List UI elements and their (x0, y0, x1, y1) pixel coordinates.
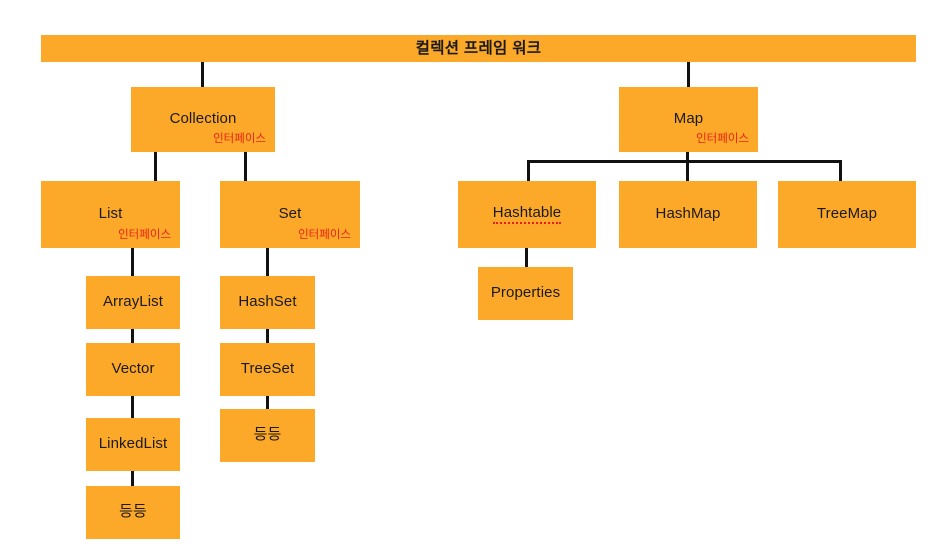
node-label: Vector (111, 360, 155, 378)
edge-hashtable-to-properties (525, 248, 528, 268)
edge-map-stem (686, 152, 689, 182)
edge-linkedlist-to-list-etc (131, 471, 134, 486)
node-set-etc[interactable]: 등등 (220, 409, 315, 462)
interface-caption: 인터페이스 (213, 133, 266, 146)
edge-list-to-arraylist (131, 248, 134, 277)
node-arraylist[interactable]: ArrayList (86, 276, 180, 329)
node-collection[interactable]: Collection 인터페이스 (131, 87, 275, 152)
edge-vector-to-linkedlist (131, 395, 134, 419)
node-label: Collection (169, 110, 237, 128)
interface-caption: 인터페이스 (118, 229, 171, 242)
node-label: Set (278, 205, 302, 223)
node-label: Hashtable (492, 204, 562, 225)
edge-root-to-collection (201, 61, 204, 88)
edge-treeset-to-set-etc (266, 395, 269, 410)
edge-bus-to-hashtable (527, 160, 530, 182)
node-label: 등등 (253, 426, 282, 444)
node-collection-framework-title[interactable]: 컬렉션 프레임 워크 (41, 35, 916, 62)
node-vector[interactable]: Vector (86, 343, 180, 396)
node-label: 컬렉션 프레임 워크 (415, 39, 542, 57)
edge-set-to-hashset (266, 248, 269, 276)
node-hashset[interactable]: HashSet (220, 276, 315, 329)
node-map[interactable]: Map 인터페이스 (619, 87, 758, 152)
edge-map-bus (527, 160, 842, 163)
node-list-etc[interactable]: 등등 (86, 486, 180, 539)
edge-collection-to-list (154, 152, 157, 182)
node-hashmap[interactable]: HashMap (619, 181, 757, 248)
node-label: HashMap (655, 205, 721, 223)
edge-arraylist-to-vector (131, 329, 134, 344)
node-treemap[interactable]: TreeMap (778, 181, 916, 248)
node-label: ArrayList (102, 293, 164, 311)
edge-hashset-to-treeset (266, 328, 269, 344)
node-list[interactable]: List 인터페이스 (41, 181, 180, 248)
node-label: List (98, 205, 123, 223)
node-hashtable[interactable]: Hashtable (458, 181, 596, 248)
node-properties[interactable]: Properties (478, 267, 573, 320)
interface-caption: 인터페이스 (696, 133, 749, 146)
node-set[interactable]: Set 인터페이스 (220, 181, 360, 248)
node-label: Properties (490, 284, 561, 302)
node-label: Map (673, 110, 704, 128)
node-linkedlist[interactable]: LinkedList (86, 418, 180, 471)
node-label: 등등 (119, 503, 147, 521)
edge-collection-to-set (244, 152, 247, 182)
node-label: TreeMap (816, 205, 878, 223)
node-label: LinkedList (98, 435, 168, 453)
node-label: HashSet (238, 293, 297, 311)
interface-caption: 인터페이스 (298, 229, 351, 242)
node-label: TreeSet (240, 360, 295, 378)
node-treeset[interactable]: TreeSet (220, 343, 315, 396)
edge-bus-to-treemap (839, 160, 842, 182)
edge-root-to-map (687, 61, 690, 88)
